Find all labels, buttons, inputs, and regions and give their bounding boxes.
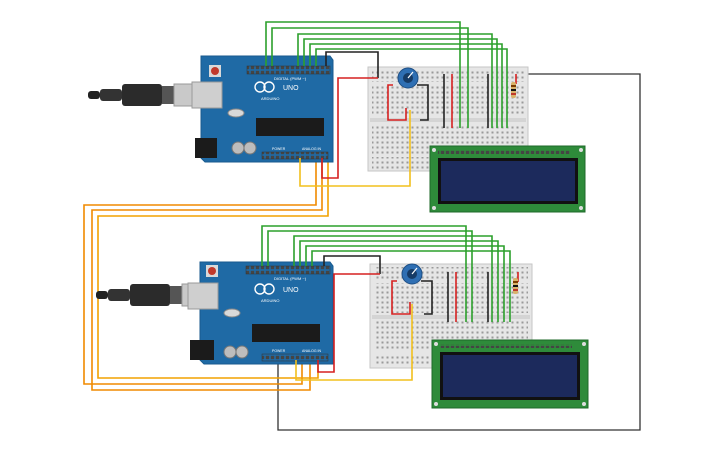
board-model: UNO	[283, 287, 299, 294]
wire-black[interactable]	[323, 255, 489, 322]
power-label: POWER	[272, 147, 286, 151]
arduino-uno-board[interactable]: DIGITAL (PWM ~) UNO ARDUINO POWER ANALOG…	[191, 55, 334, 163]
analog-label: ANALOG IN	[302, 349, 322, 353]
usb-cable[interactable]	[88, 83, 193, 107]
center-channel	[372, 315, 530, 319]
usb-cable-boot	[108, 289, 130, 301]
usb-cable-tail	[88, 91, 100, 99]
bottom-setup: DIGITAL (PWM ~) UNO ARDUINO POWER ANALOG…	[96, 225, 589, 409]
wire-green-bundle[interactable]	[265, 21, 508, 128]
lcd-pin-header	[438, 150, 570, 154]
arduino-logo-icon-right	[263, 81, 275, 93]
usb-plug-neck	[170, 286, 182, 304]
lcd-16x2[interactable]	[429, 145, 586, 213]
atmega-chip	[252, 324, 320, 342]
wire-red[interactable]	[321, 74, 517, 179]
center-channel	[370, 118, 526, 122]
arduino-uno-board[interactable]: DIGITAL (PWM ~) UNO ARDUINO POWER ANALOG…	[187, 261, 334, 365]
wire-gray-loop[interactable]	[277, 73, 641, 431]
digital-header	[245, 265, 331, 275]
lcd-screen	[441, 161, 575, 201]
lcd-16x2[interactable]	[431, 339, 589, 409]
resistor[interactable]	[513, 278, 518, 294]
usb-plug-neck	[162, 86, 174, 104]
arduino-logo-icon	[254, 81, 266, 93]
capacitor-2	[235, 345, 249, 359]
usb-cable-tail	[96, 291, 108, 299]
atmega-chip	[256, 118, 324, 136]
reset-button[interactable]	[211, 67, 219, 75]
board-model: UNO	[283, 85, 299, 92]
wire-red[interactable]	[317, 272, 519, 373]
power-analog-header	[261, 151, 329, 160]
usb-plug-body	[122, 84, 162, 106]
usb-b-port	[191, 81, 223, 109]
wire-green-bundle[interactable]	[261, 225, 511, 322]
power-analog-header	[261, 353, 329, 362]
lcd-screen	[443, 355, 577, 397]
board-logo: ARDUINO	[261, 96, 279, 101]
terminal-strip-top	[372, 86, 524, 116]
wire-yellow[interactable]	[299, 110, 411, 187]
terminal-strip-top	[374, 283, 528, 313]
digital-header	[246, 65, 331, 75]
power-jack	[195, 138, 217, 158]
capacitor-1	[231, 141, 245, 155]
digital-header-label: DIGITAL (PWM ~)	[274, 276, 307, 281]
analog-label: ANALOG IN	[302, 147, 322, 151]
crystal	[223, 308, 241, 318]
arduino-logo-icon	[254, 283, 266, 295]
wire-yellow[interactable]	[295, 304, 413, 381]
power-label: POWER	[272, 349, 286, 353]
usb-cable[interactable]	[96, 283, 201, 307]
usb-b-port	[187, 282, 219, 310]
capacitor-2	[243, 141, 257, 155]
usb-cable-boot	[100, 89, 122, 101]
reset-button[interactable]	[208, 267, 216, 275]
capacitor-1	[223, 345, 237, 359]
usb-plug-metal	[173, 83, 193, 107]
board-logo: ARDUINO	[261, 298, 279, 303]
arduino-logo-icon-right	[263, 283, 275, 295]
usb-plug-body	[130, 284, 170, 306]
top-setup: DIGITAL (PWM ~) UNO ARDUINO POWER ANALOG…	[88, 21, 586, 213]
power-jack	[190, 340, 214, 360]
potentiometer[interactable]	[397, 67, 419, 89]
digital-header-label: DIGITAL (PWM ~)	[274, 76, 307, 81]
resistor[interactable]	[511, 82, 516, 98]
crystal	[227, 108, 245, 118]
wire-black[interactable]	[325, 51, 489, 128]
potentiometer[interactable]	[401, 263, 423, 285]
lcd-pin-header	[440, 344, 572, 348]
power-rail-top	[374, 267, 528, 279]
